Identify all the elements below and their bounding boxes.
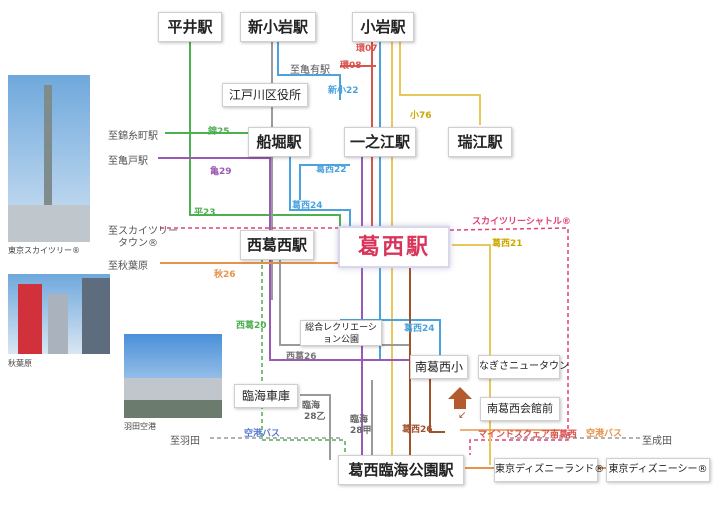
house-body-icon [454,399,466,409]
station-sogo-rec[interactable]: 総合レクリエーション公園 [300,320,382,346]
station-mizue[interactable]: 瑞江駅 [448,127,512,157]
haneda-photo [124,334,222,418]
dest-haneda: 至羽田 [170,436,200,447]
station-edogawa-office[interactable]: 江戸川区役所 [222,83,308,107]
route-nishikasai20: 西葛20 [236,321,267,331]
station-nagisa[interactable]: なぎさニュータウン [478,355,569,379]
station-ichinoe[interactable]: 一之江駅 [344,127,416,157]
route-line-skytree-shuttle [160,227,569,455]
route-rinkai28ko-2: 28甲 [350,426,372,436]
route-rinkai28otsu-1: 臨海 [302,401,321,411]
station-minamikasai-sho[interactable]: 南葛西小 [410,355,468,379]
route-kin25: 錦25 [208,127,230,137]
station-kasai-rinkai[interactable]: 葛西臨海公園駅 [338,455,464,485]
route-kame29: 亀29 [210,167,232,177]
dest-skytree-2: タウン® [118,238,158,249]
route-line-nishikasai20 [261,258,346,465]
station-shinkoiwa[interactable]: 新小岩駅 [240,12,316,42]
route-line-kasai22 [299,164,350,200]
dest-kameido: 至亀戸駅 [108,156,148,167]
route-kasai21: 葛西21 [492,239,523,249]
station-funabori[interactable]: 船堀駅 [248,127,310,157]
route-hei23: 平23 [194,208,216,218]
haneda-caption: 羽田空港 [124,422,156,431]
akihabara-caption: 秋葉原 [8,359,32,368]
station-kasai[interactable]: 葛西駅 [338,226,450,268]
route-kasai26: 葛西26 [402,425,433,435]
akihabara-photo [8,274,110,354]
route-airport-bus-right: 空港バス [586,429,623,439]
dest-kinshicho: 至錦糸町駅 [108,131,158,142]
station-nishikasai[interactable]: 西葛西駅 [240,230,314,260]
station-rinkai-depot[interactable]: 臨海車庫 [234,384,298,408]
route-ko76: 小76 [410,111,432,121]
route-kan08: 環08 [340,61,362,71]
dest-narita: 至成田 [642,436,672,447]
route-airport-bus-left: 空港バス [244,429,281,439]
pointer-arrow-icon: ↙ [458,410,467,421]
dest-akihabara: 至秋葉原 [108,261,148,272]
route-line-kasai26 [429,378,445,433]
station-koiwa[interactable]: 小岩駅 [352,12,414,42]
house-icon [448,387,472,399]
skytree-caption: 東京スカイツリー® [8,246,80,255]
route-aki26: 秋26 [214,270,236,280]
station-disneysea[interactable]: 東京ディズニーシー® [606,458,710,482]
route-line-kasai24-top [289,150,351,240]
station-minamikasai-kaikan[interactable]: 南葛西会館前 [480,397,560,421]
route-line-shinko22 [277,38,341,100]
route-skytree-shuttle: スカイツリーシャトル® [472,217,571,227]
route-nishikasai26: 西葛26 [286,352,317,362]
route-rinkai28otsu-2: 28乙 [304,412,326,422]
route-line-ko76 [399,38,481,125]
route-kasai24-mid: 葛西24 [404,324,435,334]
dest-skytree-1: 至スカイツリー [108,226,178,237]
route-kasai22: 葛西22 [316,165,347,175]
route-kasai24-top: 葛西24 [292,201,323,211]
route-mindsquare: マインドスクェア南葛西 [478,430,577,440]
dest-kameari: 至亀有駅 [290,65,330,76]
route-line-kasai21 [452,244,491,465]
route-kan07: 環07 [356,44,378,54]
station-disneyland[interactable]: 東京ディズニーランド® [494,458,604,482]
route-rinkai28ko-1: 臨海 [350,415,369,425]
skytree-photo [8,75,90,242]
station-hirai[interactable]: 平井駅 [158,12,222,42]
route-shinko22: 新小22 [328,86,359,96]
